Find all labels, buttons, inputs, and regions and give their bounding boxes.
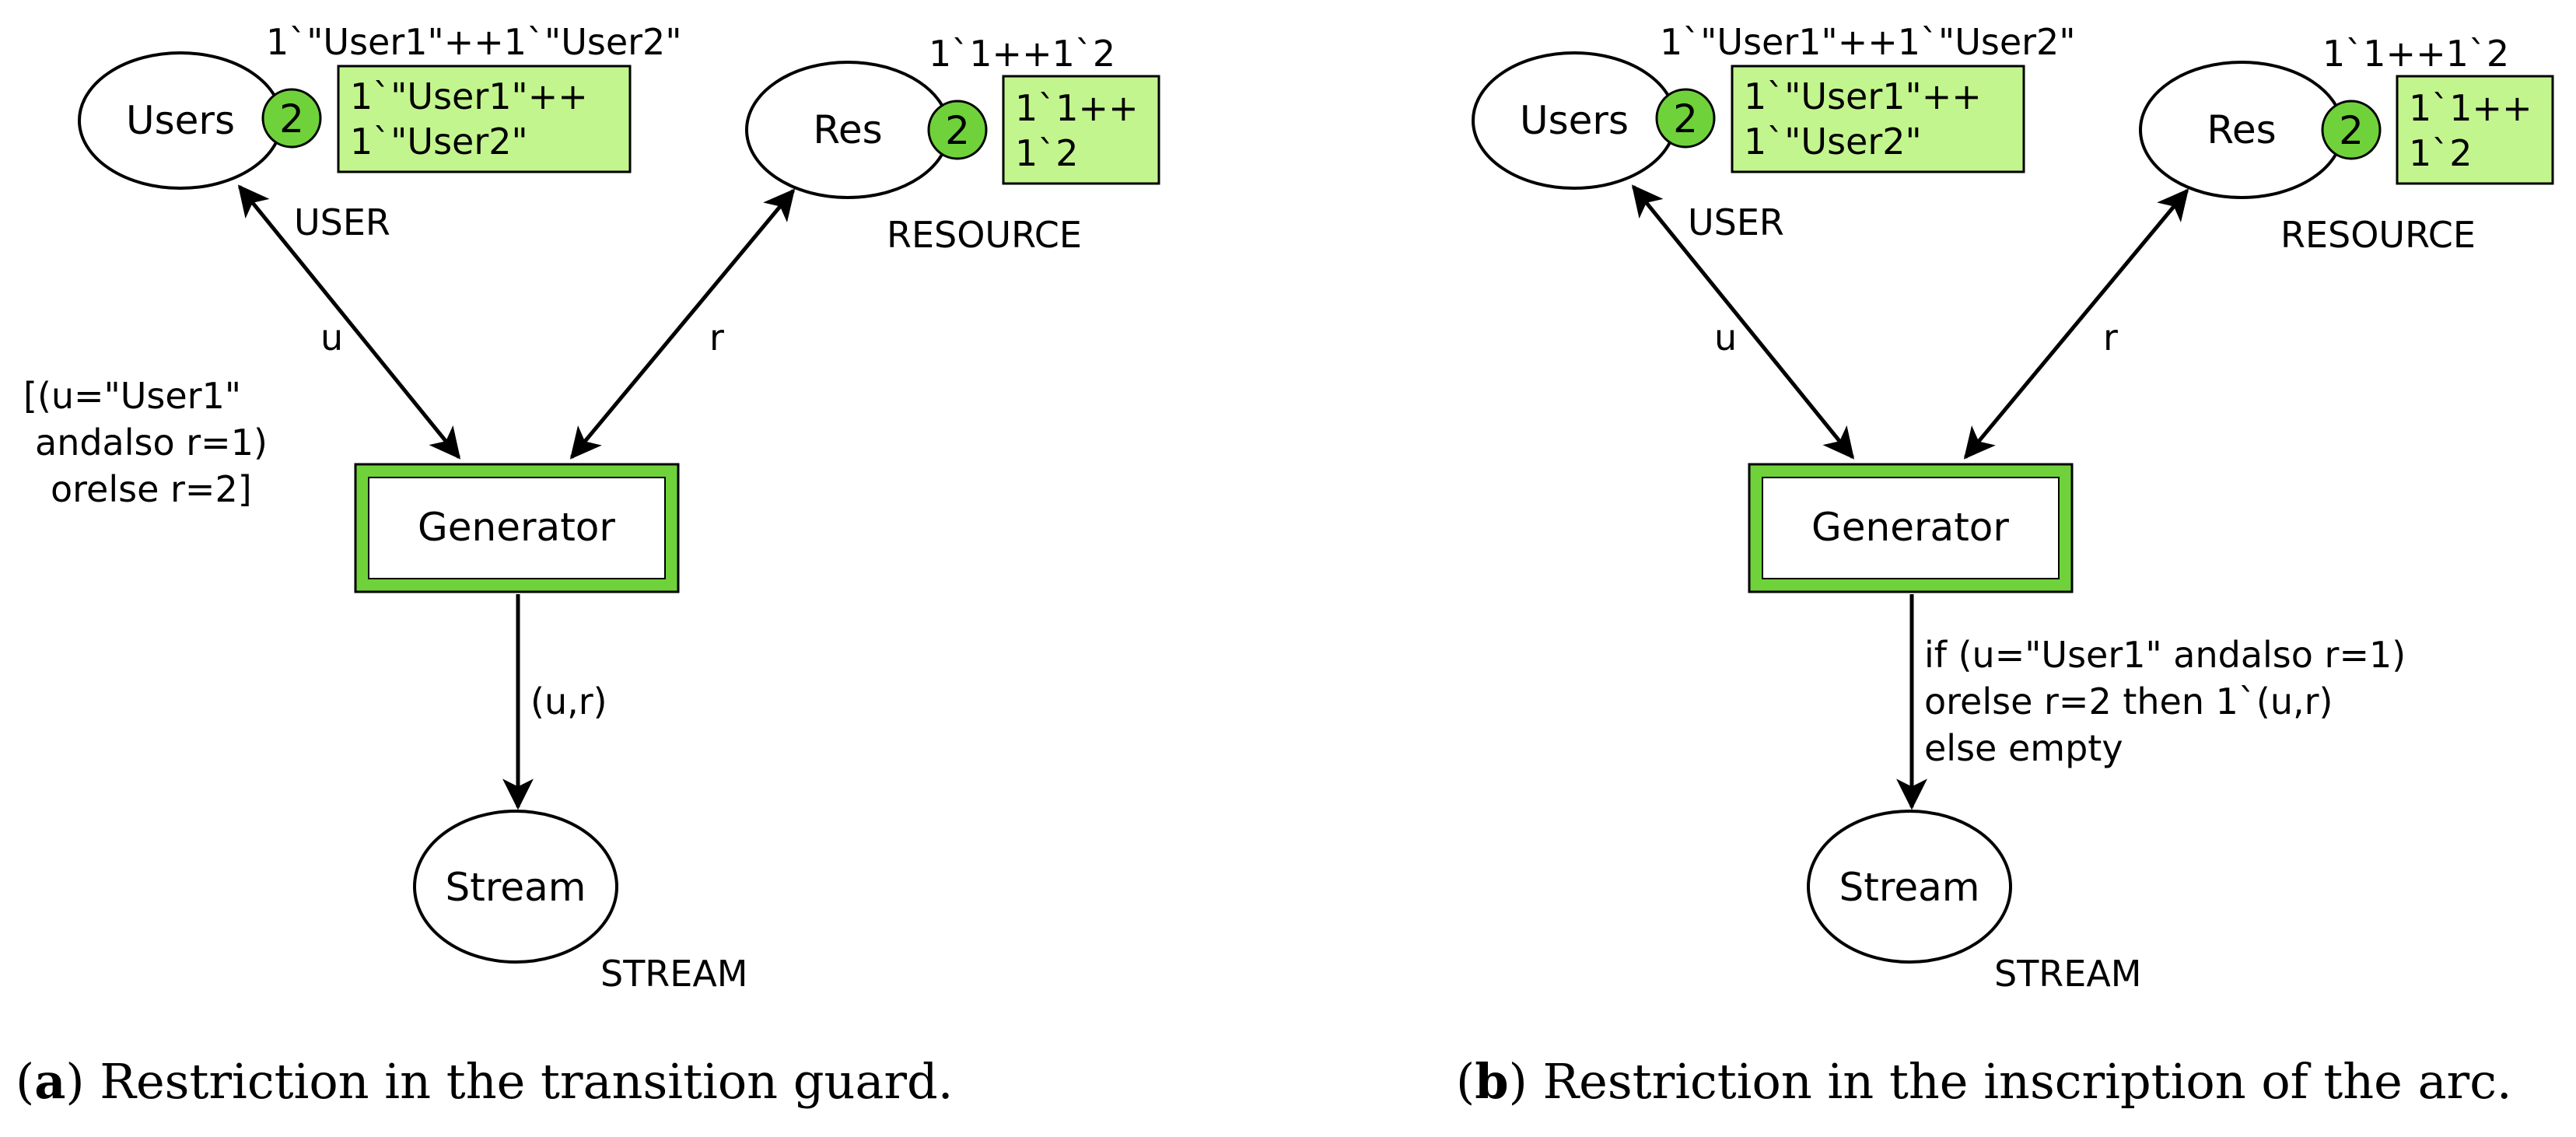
arc-label-u: u [320, 317, 343, 359]
place-stream-name: Stream [1839, 865, 1980, 910]
transition-generator-inner [1762, 477, 2060, 579]
users-token-count: 2 [279, 96, 304, 142]
users-marking-line-1: 1`"User1"++ [1744, 75, 1982, 117]
panel-b: Users 2 1`"User1"++1`"User2" 1`"User1"++… [1456, 21, 2554, 1110]
res-marking-line-2: 1`2 [1015, 132, 1079, 174]
res-marking-line-1: 1`1++ [1015, 87, 1139, 129]
res-marking-box [1002, 75, 1160, 185]
out-arc-label-line-2: orelse r=2 then 1`(u,r) [1924, 680, 2333, 722]
panel-a: Users 2 1`"User1"++1`"User2" 1`"User1"++… [16, 21, 1160, 1110]
users-initial-marking: 1`"User1"++1`"User2" [1660, 21, 2075, 63]
out-arc-label-line-1: (u,r) [530, 680, 607, 722]
users-token-count: 2 [1673, 96, 1698, 142]
res-initial-marking: 1`1++1`2 [2322, 33, 2509, 75]
res-type-label: RESOURCE [2280, 214, 2476, 256]
users-type-label: USER [1688, 201, 1784, 243]
arc-label-r: r [2103, 317, 2118, 359]
place-users-name: Users [126, 98, 235, 143]
res-token-count: 2 [945, 108, 970, 153]
res-initial-marking: 1`1++1`2 [929, 33, 1115, 75]
res-marking-box [2396, 75, 2554, 185]
arc-users-generator [237, 184, 461, 460]
transition-generator-name: Generator [418, 505, 615, 550]
place-stream [413, 810, 618, 964]
arc-label-r: r [709, 317, 724, 359]
guard-line-2: andalso r=1) [35, 422, 268, 464]
guard-line-1: [(u="User1" [23, 375, 241, 417]
guard-line-3: orelse r=2] [51, 468, 252, 510]
users-token-count-badge [1655, 88, 1716, 149]
arc-res-generator [1963, 188, 2189, 460]
users-marking-line-2: 1`"User2" [1744, 121, 1922, 163]
res-marking-line-2: 1`2 [2409, 132, 2473, 174]
place-users-name: Users [1520, 98, 1629, 143]
stream-type-label: STREAM [1994, 953, 2141, 995]
users-marking-line-1: 1`"User1"++ [350, 75, 588, 117]
users-marking-box [1731, 65, 2025, 173]
users-marking-line-2: 1`"User2" [350, 121, 528, 163]
caption-a: (a) Restriction in the transition guard. [16, 1053, 953, 1110]
arc-label-u: u [1714, 317, 1737, 359]
place-stream [1807, 810, 2012, 964]
res-token-count-badge [927, 100, 988, 160]
users-initial-marking: 1`"User1"++1`"User2" [266, 21, 681, 63]
transition-generator-inner [368, 477, 666, 579]
arc-res-generator [569, 188, 796, 460]
users-type-label: USER [294, 201, 390, 243]
place-res-name: Res [2207, 107, 2276, 152]
caption-b: (b) Restriction in the inscription of th… [1456, 1053, 2512, 1110]
res-token-count: 2 [2339, 108, 2364, 153]
place-stream-name: Stream [446, 865, 586, 910]
res-marking-line-1: 1`1++ [2409, 87, 2532, 129]
out-arc-label-line-1: if (u="User1" andalso r=1) [1924, 634, 2406, 676]
res-token-count-badge [2321, 100, 2382, 160]
res-type-label: RESOURCE [887, 214, 1082, 256]
stream-type-label: STREAM [600, 953, 747, 995]
users-token-count-badge [261, 88, 322, 149]
out-arc-label-line-3: else empty [1924, 727, 2123, 769]
place-res-name: Res [813, 107, 882, 152]
users-marking-box [337, 65, 632, 173]
arc-users-generator [1631, 184, 1855, 460]
transition-generator-name: Generator [1811, 505, 2009, 550]
